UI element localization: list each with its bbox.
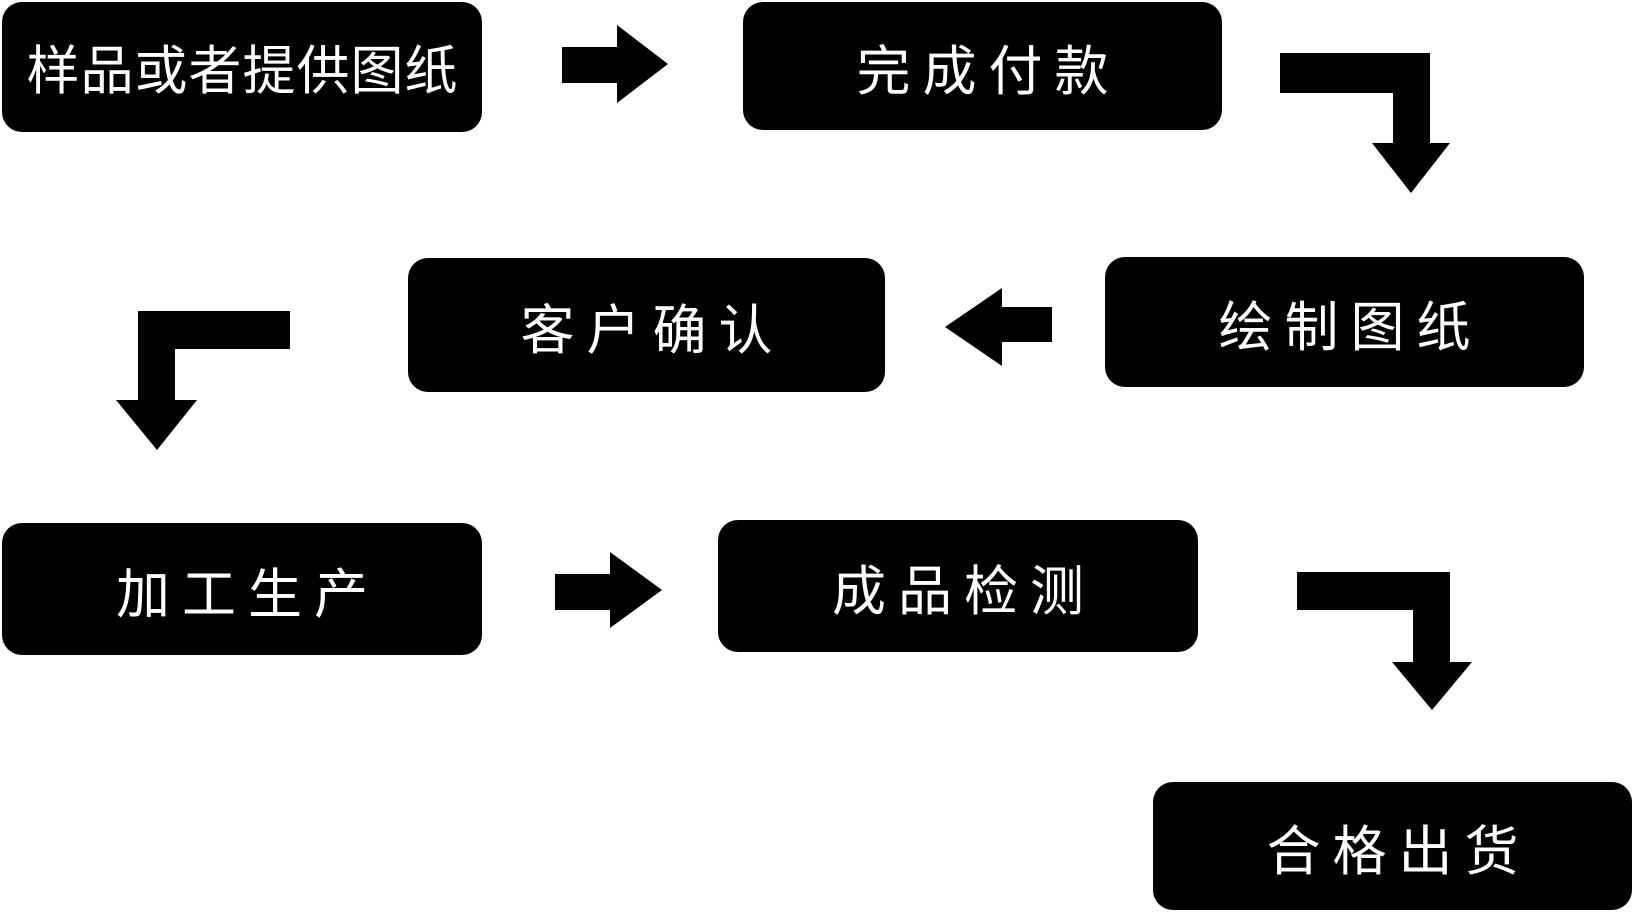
elbow-arrow-down-right-icon bbox=[1280, 53, 1450, 193]
flow-node-draw-drawing: 绘制图纸 bbox=[1105, 257, 1584, 387]
arrow-right-icon bbox=[562, 25, 668, 103]
arrow-left-icon bbox=[945, 288, 1052, 366]
flow-node-processing-production: 加工生产 bbox=[2, 523, 482, 655]
flow-node-qualified-shipment: 合格出货 bbox=[1153, 782, 1632, 910]
elbow-arrow-down-right-icon bbox=[1297, 572, 1472, 710]
flow-node-complete-payment: 完成付款 bbox=[743, 2, 1222, 130]
flow-node-sample-or-drawing: 样品或者提供图纸 bbox=[2, 2, 482, 132]
flow-node-finished-product-inspection: 成品检测 bbox=[718, 520, 1198, 652]
arrow-right-icon bbox=[555, 552, 662, 628]
flow-node-customer-confirm: 客户确认 bbox=[408, 258, 885, 392]
elbow-arrow-down-left-icon bbox=[116, 311, 290, 450]
